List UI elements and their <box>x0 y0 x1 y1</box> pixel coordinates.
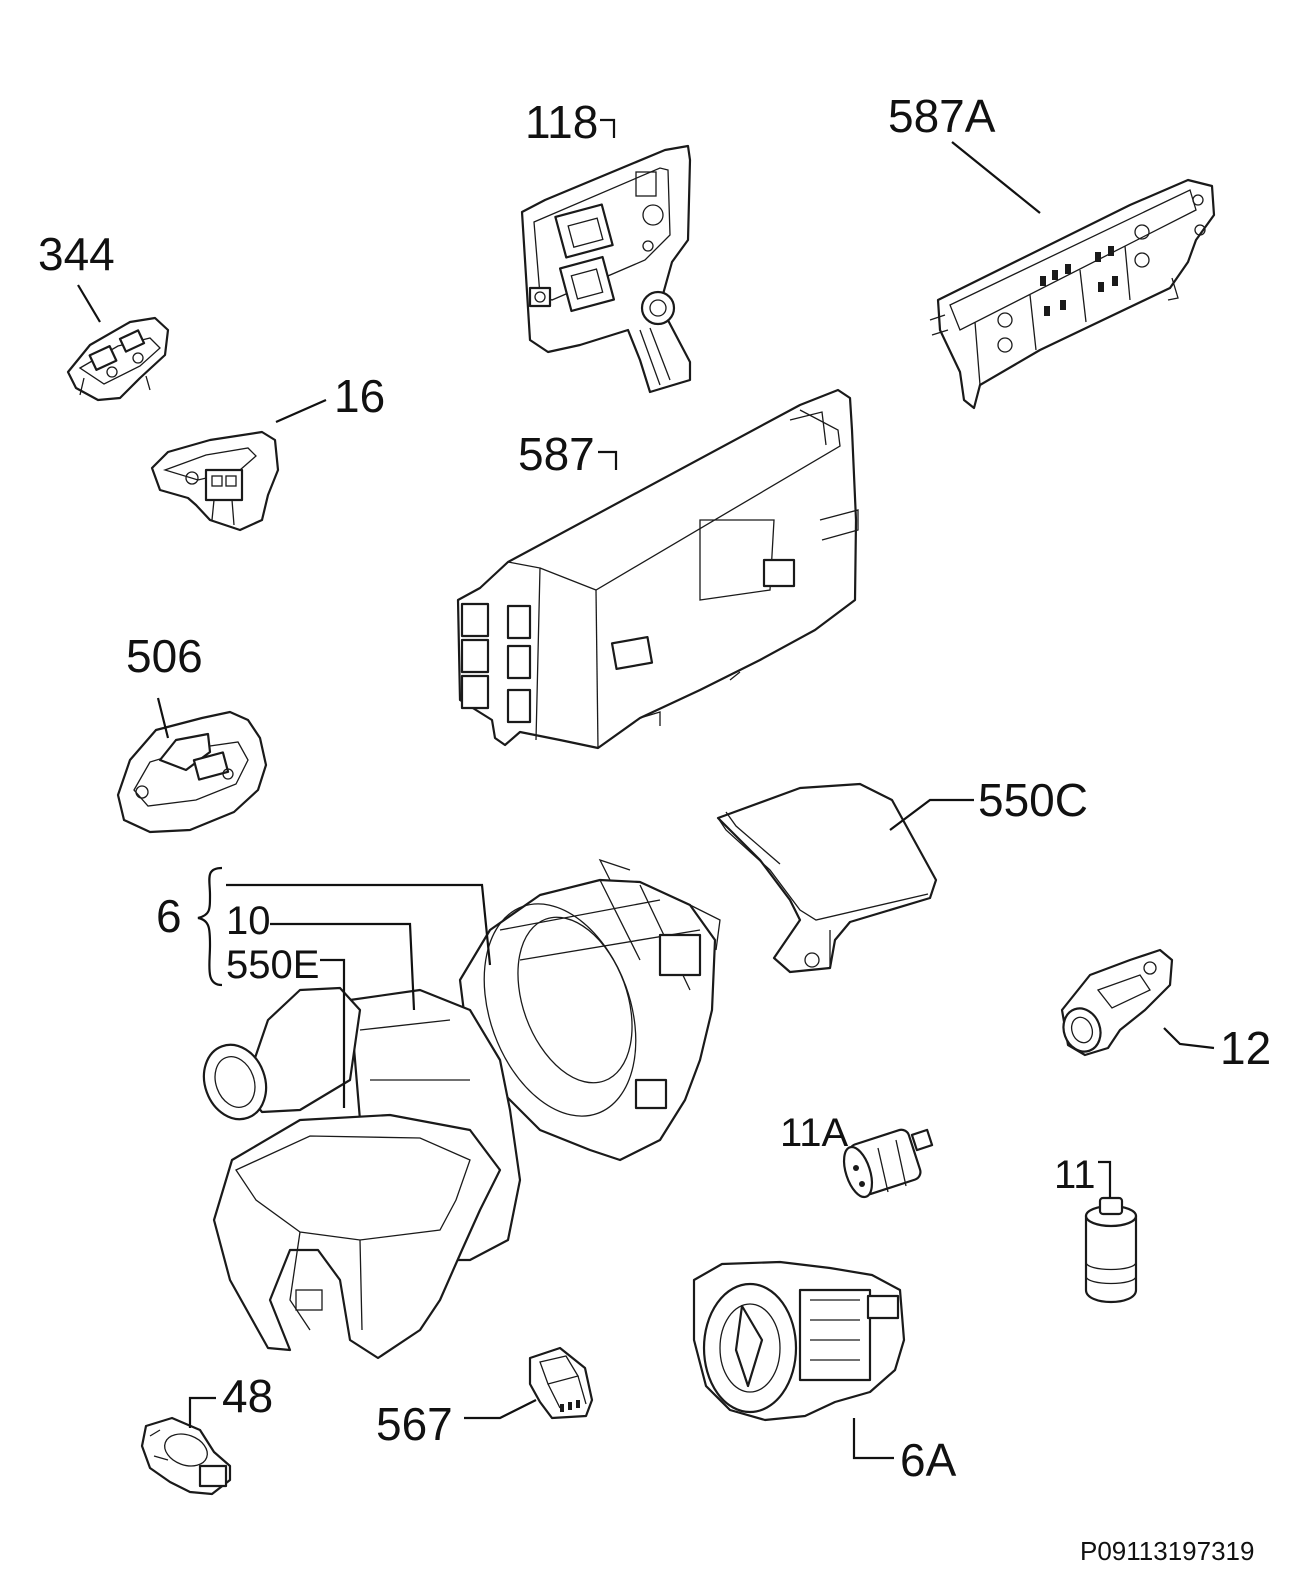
label-506: 506 <box>126 630 203 682</box>
leader-506 <box>156 697 170 739</box>
label-118: 118 <box>525 96 598 148</box>
label-48: 48 <box>222 1370 273 1422</box>
part-12-pressure-sensor <box>1060 948 1174 1057</box>
leader-567 <box>464 1399 537 1420</box>
part-506-bracket <box>116 710 268 834</box>
leader-550E <box>320 958 346 1108</box>
leader-6A <box>852 1418 894 1460</box>
label-550E: 550E <box>226 943 319 987</box>
label-550C: 550C <box>978 774 1088 826</box>
part-48-sensor <box>140 1416 232 1496</box>
label-344: 344 <box>38 228 115 280</box>
part-587-control-box <box>456 388 859 750</box>
part-11A-cylinder <box>842 1128 934 1199</box>
part-567-connector <box>528 1346 594 1420</box>
part-118-control-panel <box>520 144 692 394</box>
part-11-capacitor <box>1084 1196 1138 1304</box>
label-6: 6 <box>156 890 182 942</box>
brace-6 <box>197 866 223 987</box>
label-11A: 11A <box>780 1111 849 1155</box>
leader-344 <box>77 284 101 323</box>
part-6-motor-pump-assembly <box>202 858 721 1360</box>
leader-16 <box>275 398 327 424</box>
label-11: 11 <box>1054 1153 1096 1197</box>
label-10: 10 <box>226 899 271 943</box>
label-16: 16 <box>334 370 385 422</box>
leader-550C <box>889 798 974 831</box>
label-567: 567 <box>376 1398 453 1450</box>
leader-11 <box>1098 1160 1112 1198</box>
drawing-code: P09113197319 <box>1080 1536 1254 1566</box>
label-12: 12 <box>1220 1022 1271 1074</box>
label-6A: 6A <box>900 1434 957 1486</box>
leader-6-top <box>226 883 492 966</box>
part-16-door-lock <box>150 430 280 532</box>
leader-587 <box>598 450 618 470</box>
leader-10 <box>270 922 416 1011</box>
leader-587A <box>951 141 1041 214</box>
leader-48 <box>188 1396 216 1428</box>
part-550C-cover <box>716 782 938 974</box>
label-587A: 587A <box>888 90 996 142</box>
leader-12 <box>1163 1027 1215 1050</box>
label-587: 587 <box>518 428 595 480</box>
part-587A-electronic-board <box>929 178 1216 410</box>
part-344-door-switch <box>66 316 170 402</box>
part-6A-drain-pump <box>692 1260 906 1422</box>
leader-118 <box>600 118 616 138</box>
